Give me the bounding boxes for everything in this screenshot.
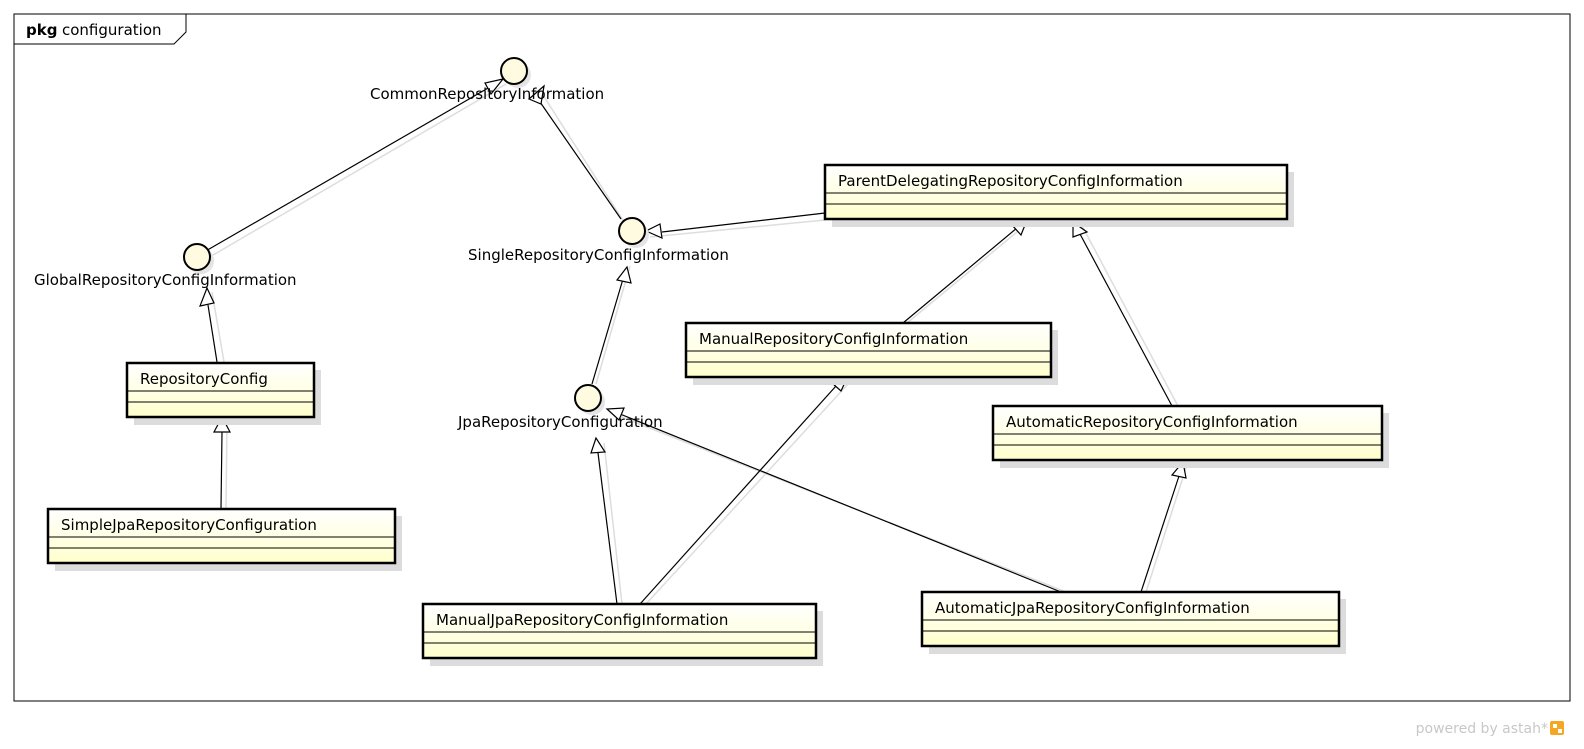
interface-single: SingleRepositoryConfigInformation bbox=[468, 217, 729, 264]
interface-common: CommonRepositoryInformation bbox=[370, 57, 604, 103]
class-manual-jpa: ManualJpaRepositoryConfigInformation bbox=[421, 602, 823, 666]
footer-text: powered by astah* bbox=[1416, 721, 1548, 737]
class-simple-jpa: SimpleJpaRepositoryConfiguration bbox=[46, 507, 402, 571]
class-repository-config-name: RepositoryConfig bbox=[140, 370, 268, 388]
class-automatic: AutomaticRepositoryConfigInformation bbox=[991, 404, 1389, 468]
interface-jpa: JpaRepositoryConfiguration bbox=[457, 384, 663, 431]
class-repository-config: RepositoryConfig bbox=[125, 361, 321, 425]
class-automatic-jpa: AutomaticJpaRepositoryConfigInformation bbox=[920, 590, 1346, 654]
interface-single-label: SingleRepositoryConfigInformation bbox=[468, 246, 729, 264]
frame-name: configuration bbox=[62, 21, 162, 39]
interface-global: GlobalRepositoryConfigInformation bbox=[34, 243, 297, 289]
interface-jpa-label: JpaRepositoryConfiguration bbox=[457, 413, 663, 431]
class-parent-delegating-name: ParentDelegatingRepositoryConfigInformat… bbox=[838, 172, 1183, 190]
class-automatic-name: AutomaticRepositoryConfigInformation bbox=[1006, 413, 1298, 431]
class-manual-name: ManualRepositoryConfigInformation bbox=[699, 330, 968, 348]
class-automatic-jpa-name: AutomaticJpaRepositoryConfigInformation bbox=[935, 599, 1250, 617]
class-simple-jpa-name: SimpleJpaRepositoryConfiguration bbox=[61, 516, 317, 534]
footer-branding: powered by astah* bbox=[1416, 721, 1564, 737]
class-parent-delegating: ParentDelegatingRepositoryConfigInformat… bbox=[823, 163, 1294, 227]
relationship-edges bbox=[199, 78, 1187, 605]
class-manual-jpa-name: ManualJpaRepositoryConfigInformation bbox=[436, 611, 728, 629]
frame-keyword: pkg bbox=[26, 21, 57, 39]
astah-logo-icon bbox=[1550, 721, 1564, 735]
class-manual: ManualRepositoryConfigInformation bbox=[684, 321, 1058, 385]
interface-global-label: GlobalRepositoryConfigInformation bbox=[34, 271, 297, 289]
interface-common-label: CommonRepositoryInformation bbox=[370, 85, 604, 103]
